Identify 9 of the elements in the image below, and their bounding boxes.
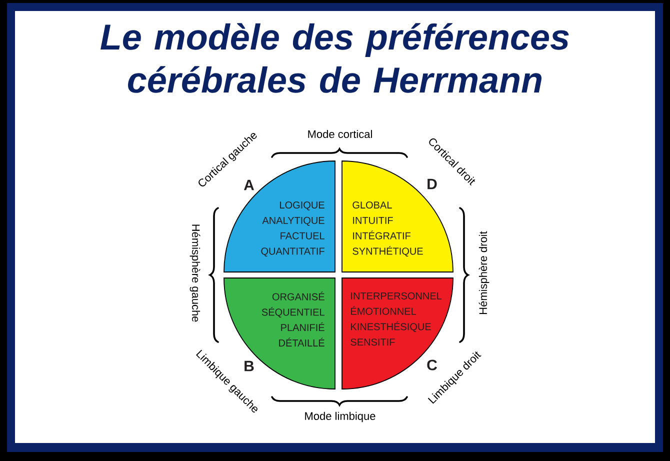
- brace-label: Hémisphère gauche: [190, 224, 200, 322]
- brace-label: Mode limbique: [305, 412, 376, 422]
- brace-label: Hémisphère droit: [478, 231, 490, 314]
- quadrant-letter: D: [428, 178, 437, 190]
- quadrant-letter: A: [244, 180, 254, 190]
- brace-label: Mode cortical: [308, 130, 372, 138]
- quadrant-letter: C: [427, 360, 437, 370]
- quadrant-letter: B: [244, 360, 254, 372]
- title: Le modèle des préférences cérébrales de Herrmann: [100, 23, 569, 93]
